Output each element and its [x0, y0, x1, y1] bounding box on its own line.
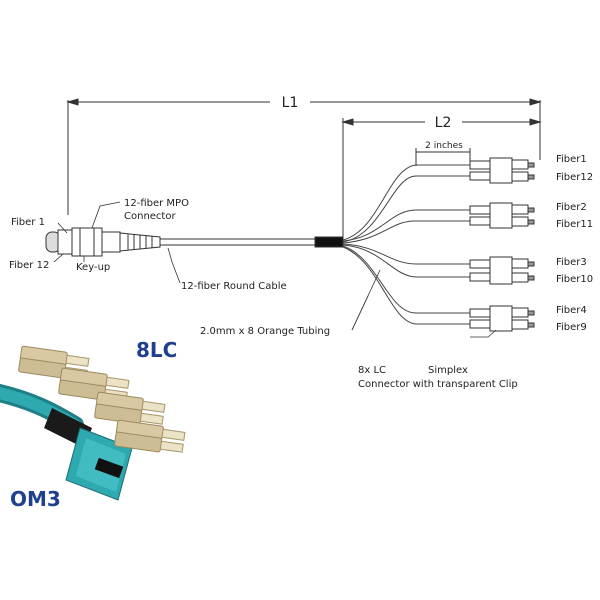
product-photo	[0, 345, 186, 501]
fiber-label: Fiber4	[556, 305, 587, 316]
mpo-fiber-12-label: Fiber 12	[9, 260, 49, 271]
mpo-label-line1: 12-fiber MPO	[124, 198, 189, 209]
mpo-connector	[45, 227, 161, 257]
tubing-label: 2.0mm x 8 Orange Tubing	[200, 326, 330, 337]
l1-label: L1	[282, 95, 299, 111]
spacing-label: 2 inches	[425, 141, 463, 151]
key-up-label: Key-up	[76, 262, 110, 273]
lc-label-line1-left: 8x LC	[358, 365, 386, 376]
fiber-label: Fiber9	[556, 322, 587, 333]
fiber-label: Fiber1	[556, 154, 587, 165]
round-cable	[160, 236, 344, 248]
fiber-label: Fiber3	[556, 257, 587, 268]
lc-photo-4	[114, 419, 186, 453]
lc-connector-4	[469, 305, 535, 332]
lc-label-line1-right: Simplex	[428, 365, 468, 376]
fiber-label: Fiber12	[556, 172, 593, 183]
lc-connector-3	[469, 256, 535, 285]
fiber-label: Fiber10	[556, 274, 593, 285]
lc-label-line2: Connector with transparent Clip	[358, 379, 518, 390]
dimension-l2	[341, 118, 542, 238]
lc-photo-3	[94, 391, 166, 425]
label-om3: OM3	[10, 487, 61, 511]
round-cable-label: 12-fiber Round Cable	[181, 281, 287, 292]
lc-connector-1	[469, 157, 535, 184]
lc-connector-2	[469, 202, 535, 229]
fiber-label: Fiber11	[556, 219, 593, 230]
mpo-fiber-1-label: Fiber 1	[11, 217, 45, 228]
dimension-l1	[66, 98, 542, 215]
mpo-label-line2: Connector	[124, 211, 176, 222]
fiber-label: Fiber2	[556, 202, 587, 213]
leader-lines	[53, 201, 497, 338]
label-8lc: 8LC	[136, 338, 177, 362]
fanout-tubes	[342, 164, 470, 325]
lc-photo-2	[58, 367, 130, 401]
l2-label: L2	[435, 115, 452, 131]
